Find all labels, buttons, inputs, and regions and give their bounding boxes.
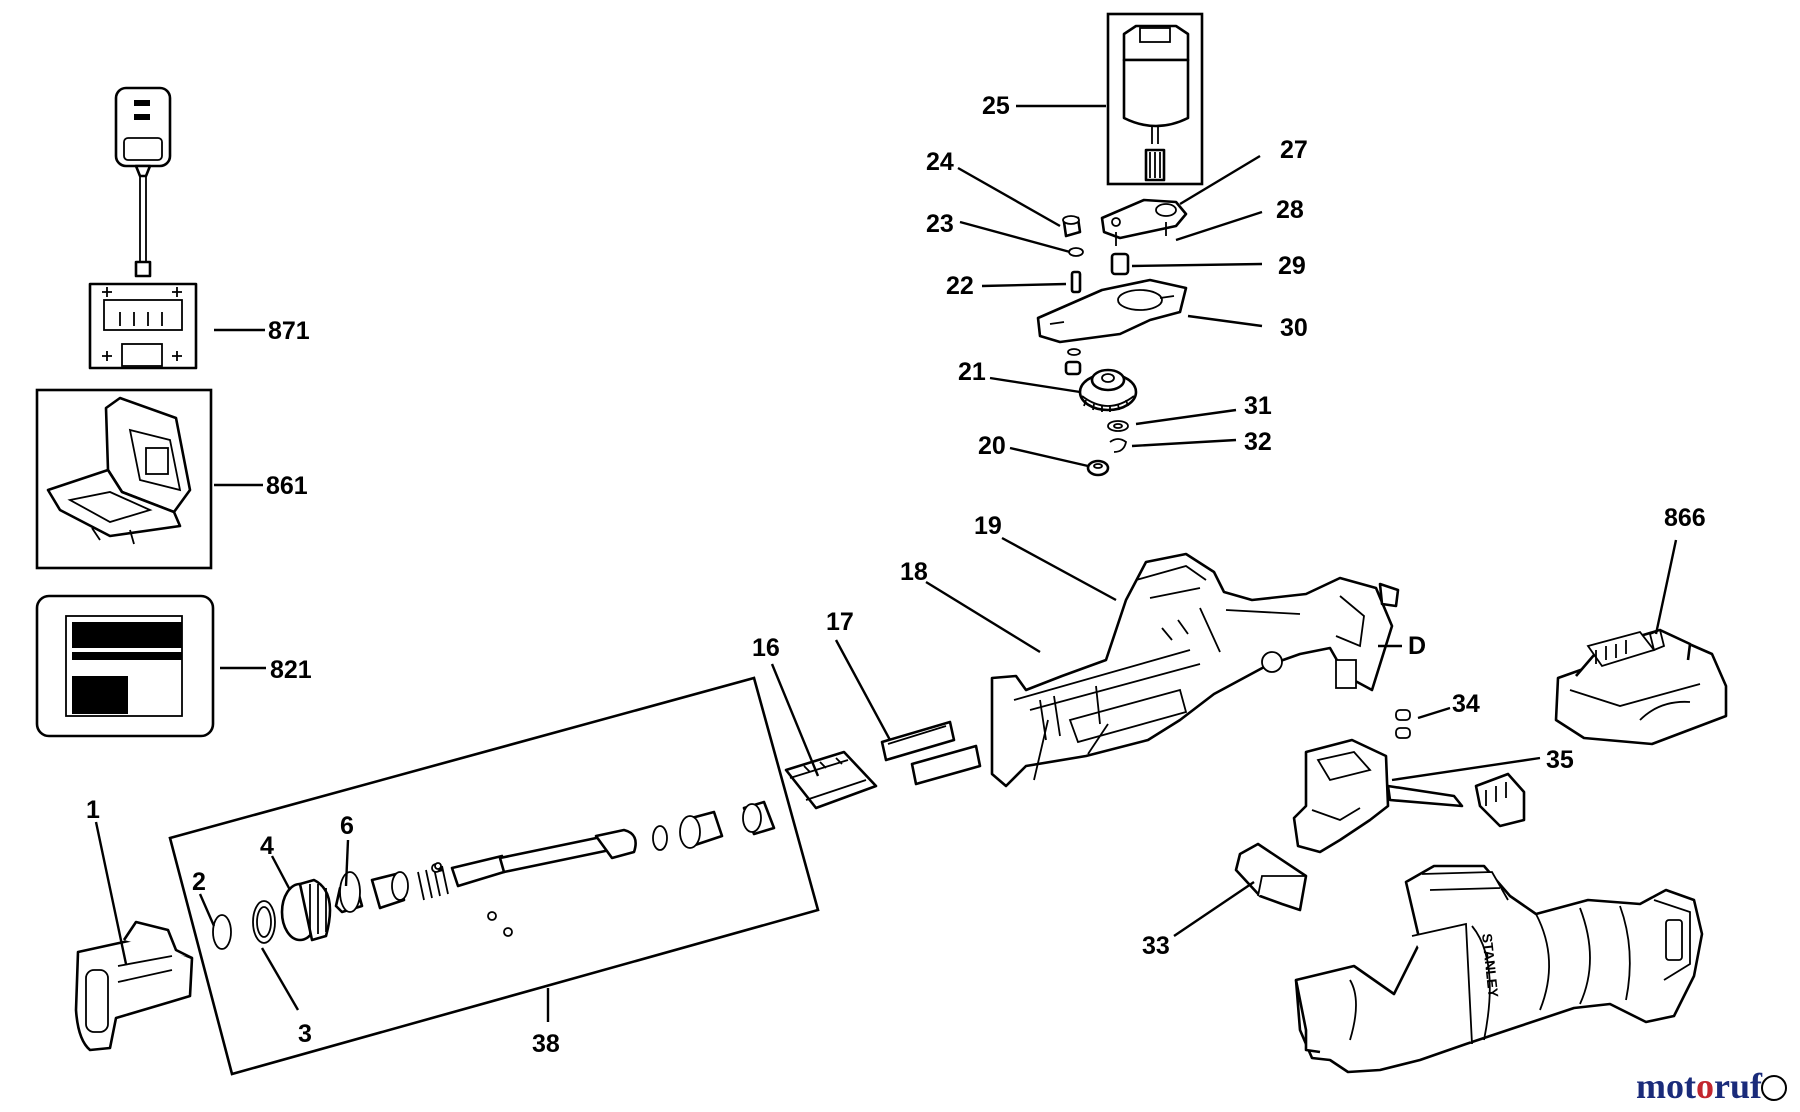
label-821	[35, 594, 215, 738]
blade-clamp-assembly-38	[168, 676, 820, 1076]
saw-brand-text: STANLEY	[1479, 933, 1502, 999]
gear-stack	[957, 154, 1263, 477]
housing-19	[990, 552, 1400, 788]
springs-34	[1395, 706, 1451, 739]
label-24: 24	[926, 148, 954, 176]
plate-16	[784, 750, 878, 810]
watermark-logo: motoruf	[1636, 1066, 1787, 1106]
switch-35	[1292, 738, 1541, 854]
label-17: 17	[826, 608, 854, 636]
shoe-1	[74, 920, 194, 1052]
svg-text:motoruf: motoruf	[1636, 1066, 1763, 1106]
label-27: 27	[1280, 136, 1308, 164]
label-35: 35	[1546, 746, 1574, 774]
label-6: 6	[340, 812, 354, 840]
case-861	[35, 388, 213, 570]
charger-871	[88, 86, 198, 370]
pads-17	[880, 720, 982, 786]
label-21: 21	[958, 358, 986, 386]
trigger-lock-33	[1173, 842, 1308, 937]
label-31: 31	[1244, 392, 1272, 420]
label-22: 22	[946, 272, 974, 300]
label-4: 4	[260, 832, 274, 860]
part-labels: 871 861 821 1 2 3 4 6 38 16 17 18 19 D 8…	[86, 92, 1706, 1058]
label-871: 871	[268, 317, 310, 345]
label-16: 16	[752, 634, 780, 662]
label-34: 34	[1452, 690, 1480, 718]
label-20: 20	[978, 432, 1006, 460]
leader-lines	[94, 536, 1678, 1011]
label-861: 861	[266, 472, 308, 500]
label-3: 3	[298, 1020, 312, 1048]
label-2: 2	[192, 868, 206, 896]
label-25: 25	[982, 92, 1010, 120]
label-29: 29	[1278, 252, 1306, 280]
label-D: D	[1408, 632, 1426, 660]
label-32: 32	[1244, 428, 1272, 456]
label-30: 30	[1280, 314, 1308, 342]
label-33: 33	[1142, 932, 1170, 960]
label-866: 866	[1664, 504, 1706, 532]
motor-25	[1016, 12, 1204, 186]
label-23: 23	[926, 210, 954, 238]
label-821: 821	[270, 656, 312, 684]
label-18: 18	[900, 558, 928, 586]
label-19: 19	[974, 512, 1002, 540]
label-28: 28	[1276, 196, 1304, 224]
label-38: 38	[532, 1030, 560, 1058]
label-1: 1	[86, 796, 100, 824]
assembled-saw: STANLEY	[1294, 864, 1704, 1074]
left-leader-lines	[214, 328, 266, 670]
battery-866	[1554, 628, 1728, 746]
